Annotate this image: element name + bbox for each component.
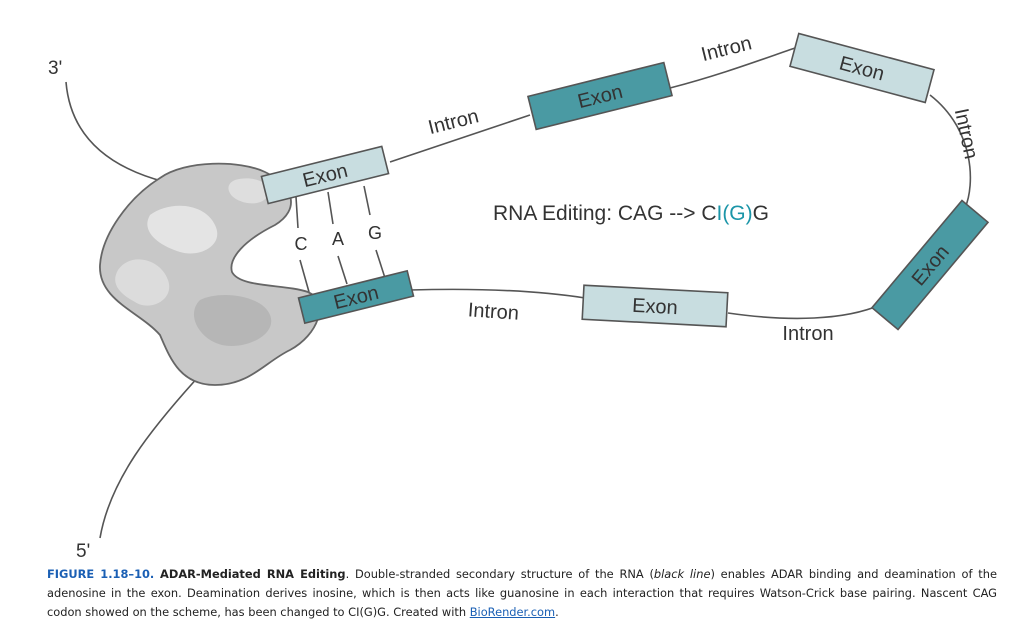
base-g: G (368, 223, 382, 243)
base-pair-line-g-upper (363, 185, 371, 216)
exon-6-label: Exon (331, 282, 381, 314)
caption-text-1: . Double-stranded secondary structure of… (345, 567, 654, 581)
base-pair-line-c-lower (299, 259, 310, 293)
exon-2: Exon (526, 61, 674, 131)
base-c: C (295, 234, 308, 254)
editing-prefix: RNA Editing: CAG --> C (493, 202, 716, 225)
adar-rna-editing-diagram: Exon Exon Exon Exon Exon Exon Intron Int… (48, 32, 990, 560)
rna-intron-line-1 (389, 114, 531, 163)
rna-3prime-strand (65, 81, 166, 183)
rna-5prime-strand (99, 374, 201, 539)
base-pair-line-g-lower (375, 249, 386, 279)
rna-intron-line-4 (409, 288, 586, 299)
exon-5-label: Exon (632, 295, 679, 319)
base-pair-line-c-upper (295, 196, 299, 229)
intron-label-2: Intron (699, 32, 754, 66)
figure-title: ADAR-Mediated RNA Editing (160, 567, 346, 581)
adar-enzyme (99, 162, 321, 386)
caption-text-end: . (555, 605, 559, 619)
intron-label-5: Intron (782, 323, 833, 345)
five-prime-label: 5' (76, 541, 90, 560)
figure-caption: FIGURE 1.18–10. ADAR-Mediated RNA Editin… (47, 565, 997, 622)
three-prime-label: 3' (48, 58, 62, 79)
editing-suffix: G (753, 202, 769, 225)
biorender-link[interactable]: BioRender.com (469, 605, 556, 619)
intron-label-4: Intron (467, 299, 520, 325)
rna-editing-annotation: RNA Editing: CAG --> CI(G)G (493, 202, 769, 225)
base-a: A (332, 229, 344, 249)
base-pair-line-a-lower (337, 255, 348, 285)
intron-label-3: Intron (950, 106, 982, 161)
exon-5: Exon (581, 284, 729, 328)
exon-4: Exon (870, 199, 990, 331)
exon-1: Exon (260, 145, 390, 205)
base-pair-line-a-upper (327, 191, 334, 225)
figure-number: FIGURE 1.18–10. (47, 567, 155, 581)
caption-italic: black line (653, 567, 711, 581)
caption-text-2: ) enables ADAR binding and deamination o… (47, 567, 997, 619)
editing-highlight: I(G) (716, 202, 752, 225)
rna-intron-line-3 (929, 94, 972, 209)
rna-intron-line-5 (727, 304, 881, 320)
exon-3: Exon (789, 32, 935, 104)
exon-6: Exon (297, 269, 415, 325)
rna-intron-line-2 (669, 47, 796, 89)
